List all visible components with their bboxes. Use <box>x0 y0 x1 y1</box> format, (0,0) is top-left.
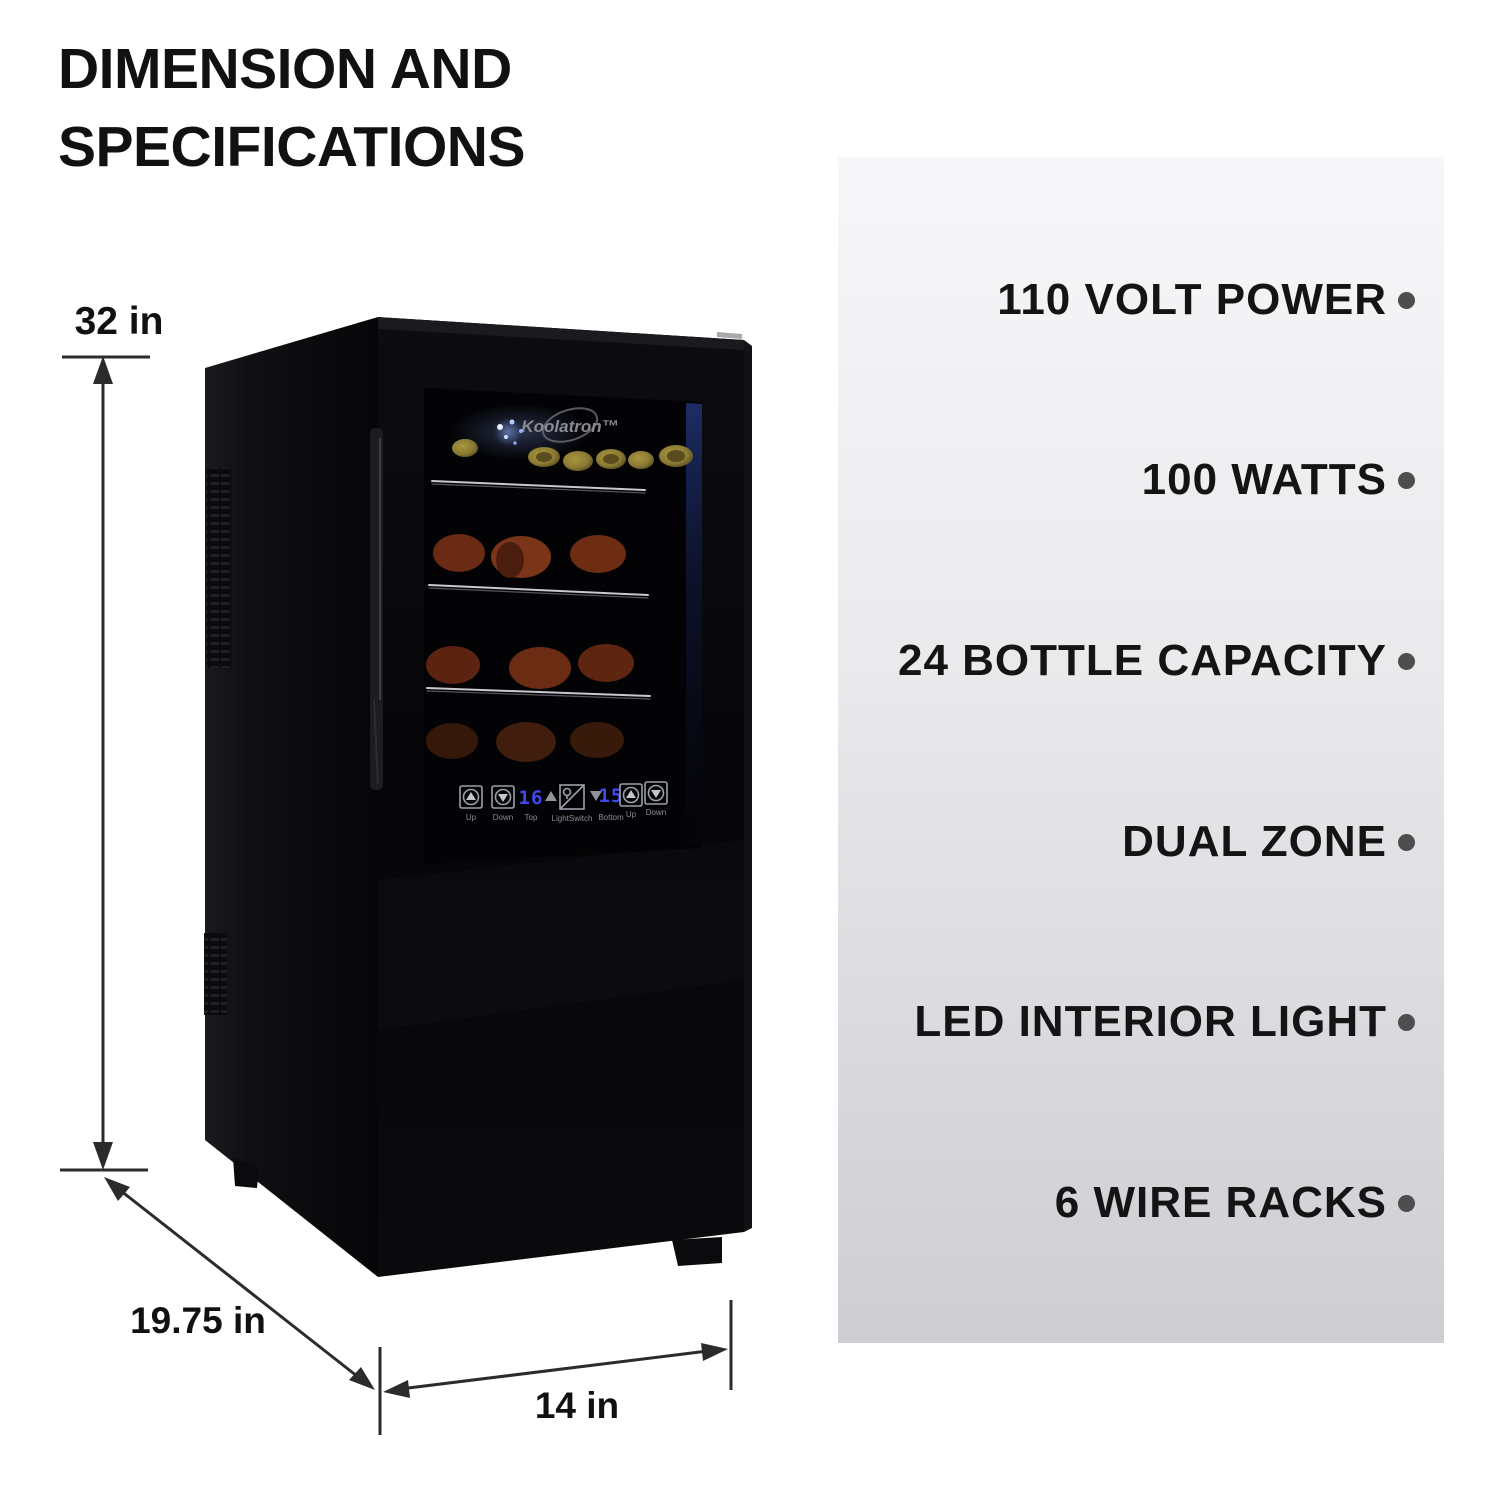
interior-led-light-icon <box>494 418 523 446</box>
temp-down-button-bottom <box>644 781 668 805</box>
up-triangle-icon <box>545 791 557 801</box>
spec-label: DUAL ZONE <box>1122 817 1387 866</box>
svg-text:LightSwitch: LightSwitch <box>552 814 593 823</box>
specifications-panel: 110 VOLT POWER 100 WATTS 24 BOTTLE CAPAC… <box>838 157 1444 1343</box>
spec-row-led-light: LED INTERIOR LIGHT <box>838 997 1444 1047</box>
height-dimension-label: 32 in <box>74 300 164 343</box>
spec-label: 100 WATTS <box>1141 455 1387 504</box>
spec-row-volt-power: 110 VOLT POWER <box>838 275 1444 325</box>
bullet-icon <box>1398 1013 1415 1031</box>
door-handle <box>370 428 383 790</box>
bullet-icon <box>1398 652 1415 670</box>
top-zone-display: 16 <box>519 787 544 809</box>
down-triangle-icon <box>590 791 602 801</box>
top-row-bottle-caps <box>452 439 693 471</box>
wine-cooler: Koolatron™ <box>204 317 752 1277</box>
bullet-icon <box>1398 291 1415 309</box>
spec-row-dual-zone: DUAL ZONE <box>838 817 1444 867</box>
spec-label: 6 WIRE RACKS <box>1054 1178 1387 1227</box>
spec-row-bottle-capacity: 24 BOTTLE CAPACITY <box>838 636 1444 686</box>
bottom-zone-display: 15 <box>599 785 624 807</box>
svg-text:Bottom: Bottom <box>598 813 624 822</box>
side-vent-lower-icon <box>204 933 227 1015</box>
svg-text:Up: Up <box>626 810 637 819</box>
cooler-door-right-edge <box>744 340 752 1232</box>
spec-label: 110 VOLT POWER <box>997 275 1387 324</box>
cooler-foot-left <box>233 1158 259 1188</box>
interior-glow-strip <box>686 403 702 846</box>
control-panel: 16 15 <box>459 781 668 823</box>
spec-label: 24 BOTTLE CAPACITY <box>897 636 1387 685</box>
spec-row-wire-racks: 6 WIRE RACKS <box>838 1178 1444 1228</box>
control-panel-labels: Up Down Top LightSwitch Bottom Up Down <box>466 808 666 823</box>
cooler-side-panel <box>205 317 378 1277</box>
svg-text:Up: Up <box>466 813 477 822</box>
page-title: DIMENSION AND SPECIFICATIONS <box>58 37 525 179</box>
brand-logo: Koolatron™ <box>521 407 619 443</box>
bullet-icon <box>1398 833 1415 851</box>
side-vent-upper-icon <box>207 468 231 668</box>
depth-dimension <box>104 1177 375 1390</box>
svg-text:Top: Top <box>525 813 538 822</box>
door-top-right-highlight <box>717 332 742 339</box>
spec-row-watts: 100 WATTS <box>838 455 1444 505</box>
temp-up-button-top <box>459 785 483 809</box>
wine-bottles <box>426 534 634 762</box>
wire-racks <box>426 480 651 700</box>
bullet-icon <box>1398 1194 1415 1212</box>
cooler-door-top-bevel <box>378 317 744 350</box>
temp-down-button-top <box>491 785 515 809</box>
cooler-foot-front <box>672 1237 722 1266</box>
width-dimension <box>378 1300 733 1435</box>
brand-logo-text: Koolatron™ <box>521 417 618 436</box>
temp-up-button-bottom <box>619 783 643 807</box>
spec-label: LED INTERIOR LIGHT <box>914 997 1387 1046</box>
width-dimension-label: 14 in <box>534 1385 620 1426</box>
glass-window <box>424 388 702 864</box>
bullet-icon <box>1398 471 1415 489</box>
dimension-lines <box>60 355 733 1435</box>
svg-text:Down: Down <box>646 808 666 817</box>
svg-text:Down: Down <box>493 813 513 822</box>
light-switch-icon <box>559 784 585 810</box>
height-dimension <box>60 355 150 1172</box>
depth-dimension-label: 19.75 in <box>130 1300 266 1341</box>
